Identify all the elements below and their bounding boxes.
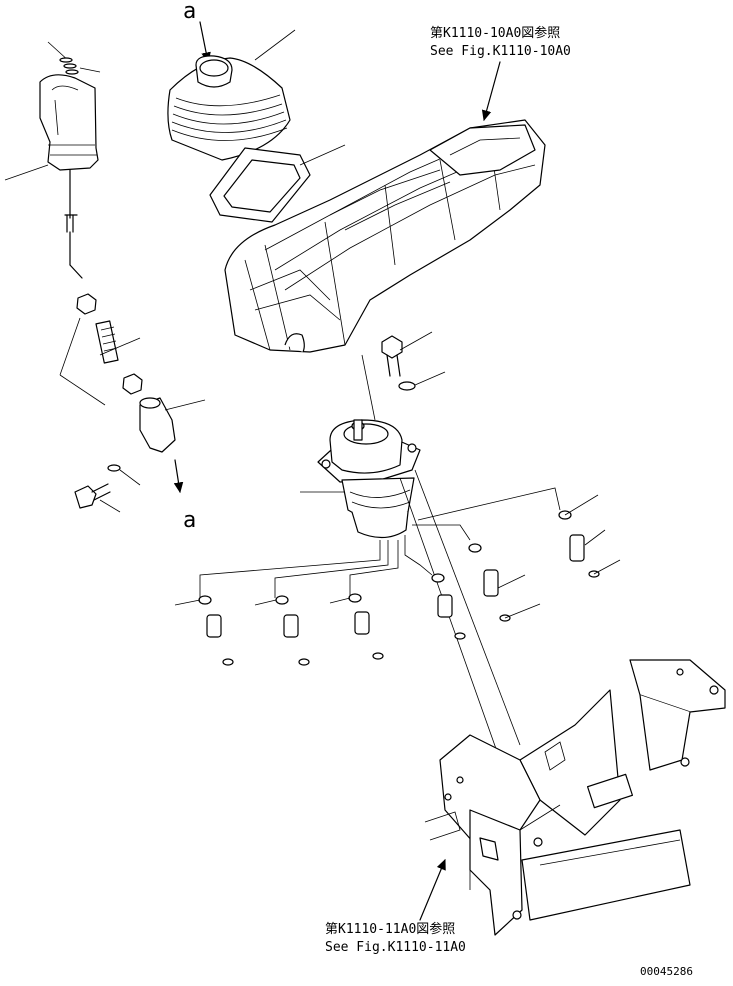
reference-bottom-japanese: 第K1110-11A0図参照 [325,921,455,937]
drawing-number: 00045286 [640,965,693,978]
reference-arrows [173,21,501,921]
reference-top-japanese: 第K1110-10A0図参照 [430,25,560,41]
callout-a-top: a [183,0,196,24]
console-bracket [424,659,726,936]
lever-grip [39,74,99,279]
lever-hardware [59,293,206,513]
hose-leaders [199,469,561,761]
console-bolt [381,331,446,391]
hose-fittings [174,494,621,666]
reference-bottom-english: See Fig.K1110-11A0 [325,940,466,955]
grip-switch-lines [4,41,101,181]
ppc-valve [300,354,421,539]
reference-top-english: See Fig.K1110-10A0 [430,44,571,59]
callout-a-bottom: a [183,508,196,533]
boot-frame [209,144,346,223]
rubber-boot [167,29,296,161]
console-cover [224,119,546,353]
